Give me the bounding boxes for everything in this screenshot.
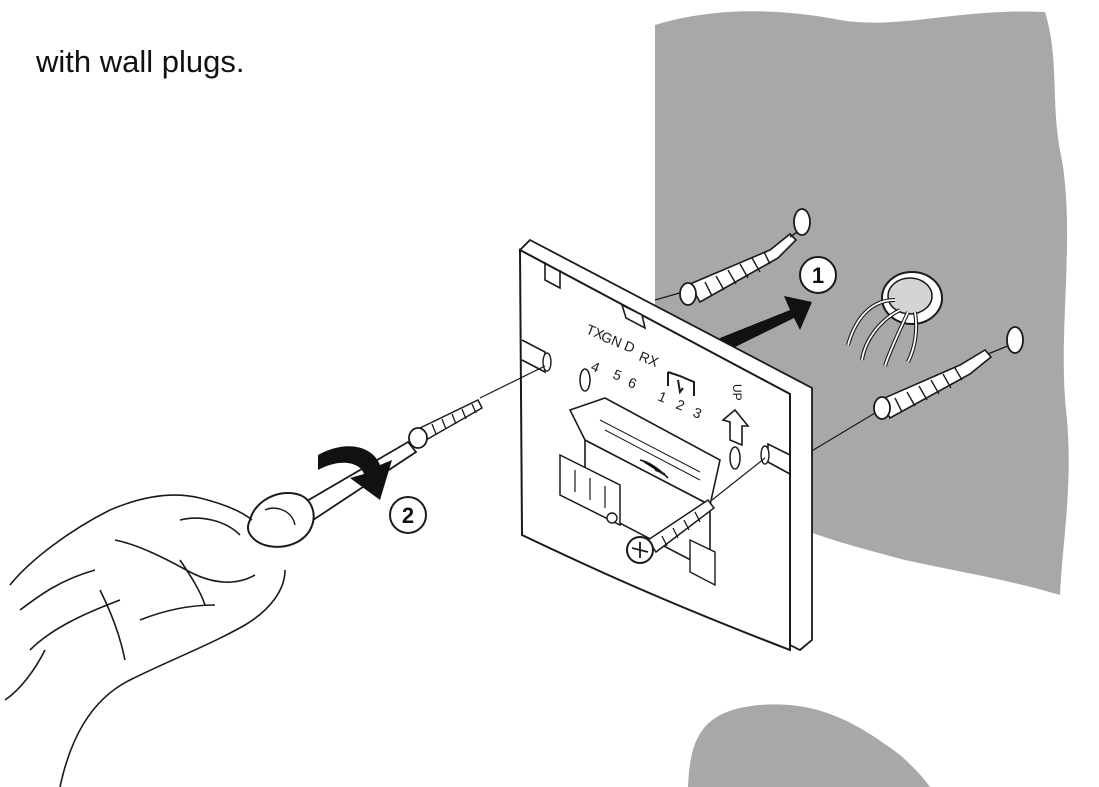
wall-patch-upper	[655, 11, 1069, 595]
screw-left	[408, 365, 546, 449]
caption-text: with wall plugs.	[36, 44, 245, 79]
label-up: UP	[730, 384, 744, 401]
step-1-label: 1	[812, 263, 824, 288]
step-marker-1: 1	[799, 256, 837, 294]
label-tx: TX	[584, 321, 607, 343]
up-arrow-icon	[721, 408, 750, 447]
step-marker-2: 2	[389, 496, 427, 534]
cable-bundle	[846, 271, 943, 367]
terminal-bracket-icon	[667, 371, 695, 396]
insertion-arrow	[720, 296, 812, 352]
label-rx: RX	[637, 348, 662, 370]
hand-illustration	[4, 494, 286, 787]
wall-plug-upper	[654, 208, 811, 306]
wall-patch-lower	[688, 704, 930, 787]
rotation-arrow-icon	[318, 446, 392, 500]
wall-plug-lower	[804, 326, 1024, 456]
step-2-label: 2	[402, 503, 414, 528]
mounting-plate	[518, 238, 813, 652]
screw-lower	[626, 457, 766, 564]
